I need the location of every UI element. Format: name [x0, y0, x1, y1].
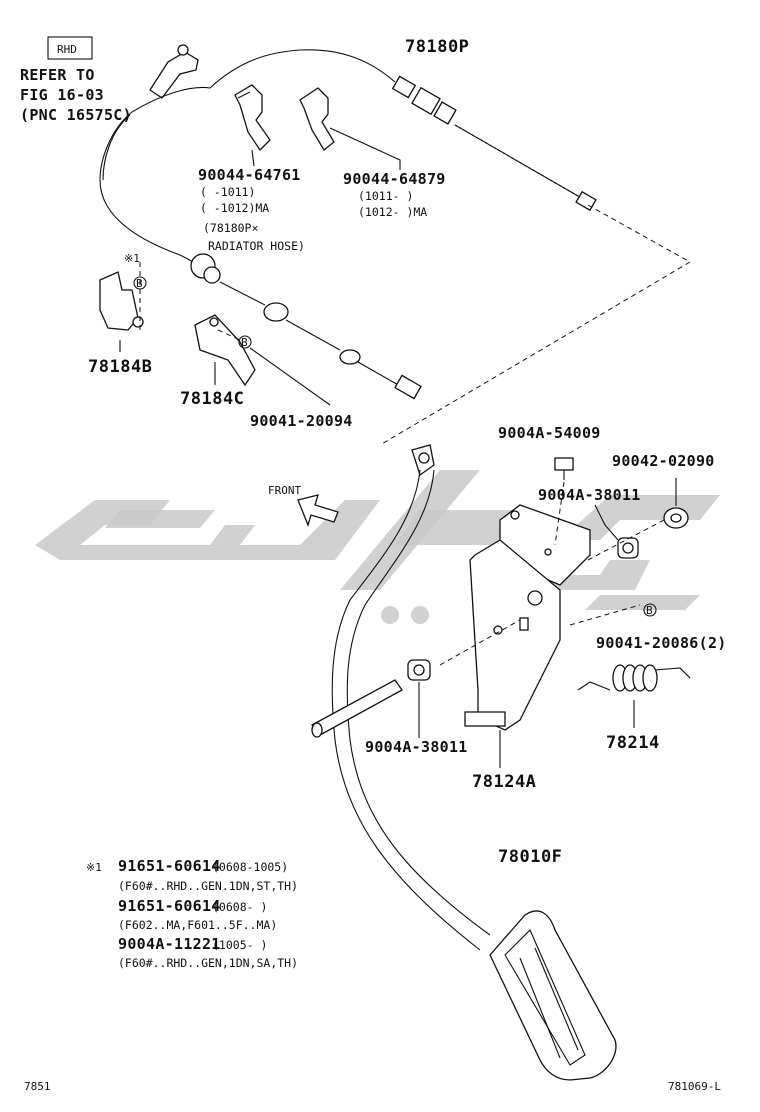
label-bracket-c: 78184C	[180, 389, 244, 409]
footnote-note-5: (1005- )	[212, 938, 267, 952]
bushing-bottom-drawing	[407, 604, 641, 738]
page-code-right: 781069-L	[668, 1080, 721, 1093]
bolt-a-leader	[249, 347, 331, 406]
label-bolt-a: 90041-20094	[250, 412, 353, 430]
label-clamp-a-note3: (78180P×	[203, 221, 258, 235]
front-arrow-icon	[297, 494, 339, 527]
b-mark-3: B	[646, 604, 653, 617]
b-mark-1: B	[136, 277, 143, 290]
b-mark-2-circle	[238, 335, 252, 349]
footnote: ※1 91651-60614 (0608-1005) (F60#..RHD..G…	[86, 857, 298, 970]
label-clamp-b-note2: (1012- )MA	[358, 205, 427, 219]
clamp-a-drawing	[234, 84, 271, 152]
footnote-pn-5: 9004A-11221	[118, 935, 221, 953]
rhd-tag: RHD	[57, 43, 77, 56]
cable-bracket-top-drawing	[149, 44, 199, 99]
footnote-mark: ※1	[86, 861, 102, 874]
label-bushing-top: 9004A-38011	[538, 486, 641, 504]
bolt-b-drawing	[554, 457, 574, 546]
label-bushing-bottom: 9004A-38011	[365, 738, 468, 756]
label-clamp-b-note1: (1011- )	[358, 189, 413, 203]
front-label: FRONT	[268, 484, 301, 497]
label-clamp-a-note1: ( -1011)	[200, 185, 255, 199]
footnote-note-4: (F602..MA,F601..5F..MA)	[118, 918, 277, 932]
clamp-b-leader	[329, 127, 401, 170]
spring-drawing	[577, 664, 691, 728]
refer-line-1: REFER TO	[20, 66, 95, 84]
label-clamp-a-note4: RADIATOR HOSE)	[208, 239, 305, 253]
label-pedal: 78010F	[498, 847, 562, 867]
label-bracket-b: 78184B	[88, 357, 152, 377]
footnote-pn-3: 91651-60614	[118, 897, 221, 915]
b-mark-2: B	[241, 336, 248, 349]
refer-line-2: FIG 16-03	[20, 86, 104, 104]
page-code-left: 7851	[24, 1080, 51, 1093]
label-bolt-b: 9004A-54009	[498, 424, 601, 442]
footnote-pn-1: 91651-60614	[118, 857, 221, 875]
clamp-a-leader	[251, 149, 255, 167]
pedal-pad-drawing	[489, 910, 617, 1081]
label-washer: 90042-02090	[612, 452, 715, 470]
star-mark: ※1	[124, 252, 140, 265]
label-bolt-c: 90041-20086(2)	[596, 634, 727, 652]
footnote-note-3: (0608- )	[212, 900, 267, 914]
label-clamp-a: 90044-64761	[198, 166, 301, 184]
footnote-note-6: (F60#..RHD..GEN,1DN,SA,TH)	[118, 956, 298, 970]
pedal-support-drawing	[464, 504, 591, 768]
footnote-note-1: (0608-1005)	[212, 860, 288, 874]
label-clamp-a-note2: ( -1012)MA	[200, 201, 269, 215]
label-support: 78124A	[472, 772, 536, 792]
throttle-cable-drawing	[99, 49, 692, 446]
refer-line-3: (PNC 16575C)	[20, 106, 132, 124]
bolt-a-dash	[217, 329, 241, 341]
b-mark-1-circle	[133, 276, 147, 290]
clamp-b-drawing	[299, 87, 335, 151]
washer-drawing	[663, 478, 689, 529]
b-mark-3-circle	[643, 603, 657, 617]
pedal-arm-drawing	[311, 444, 491, 951]
bushing-top-drawing	[587, 504, 665, 561]
bracket-78184c-drawing	[194, 314, 256, 387]
rhd-tag-box	[47, 36, 93, 60]
label-clamp-b: 90044-64879	[343, 170, 446, 188]
label-spring: 78214	[606, 733, 660, 753]
footnote-note-2: (F60#..RHD..GEN.1DN,ST,TH)	[118, 879, 298, 893]
label-cable: 78180P	[405, 37, 469, 57]
